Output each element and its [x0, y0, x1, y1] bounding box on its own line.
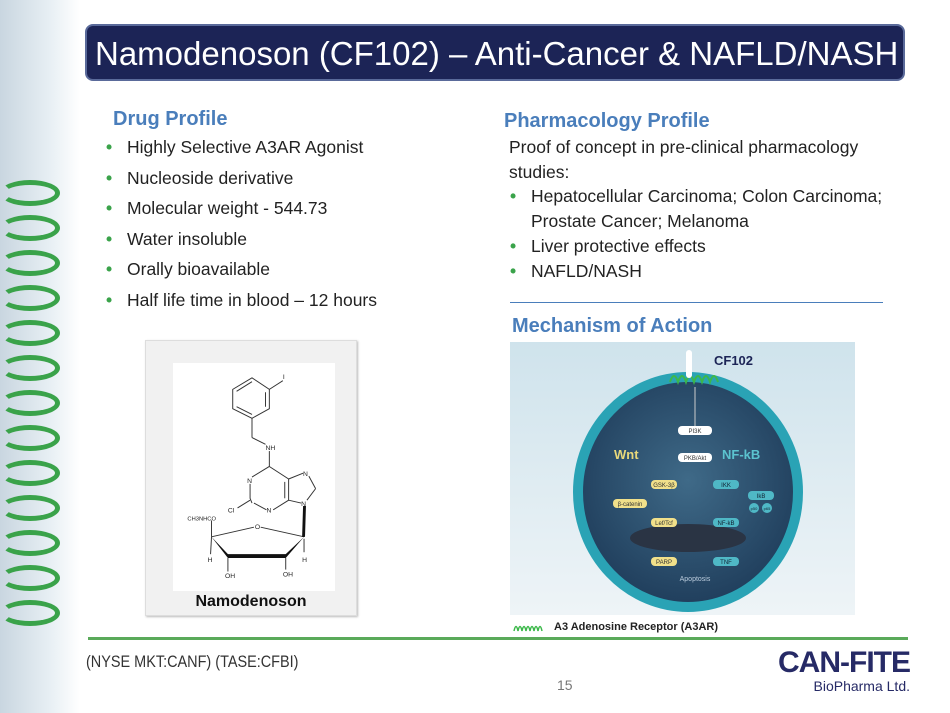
node-gsk: GSK-3β [653, 483, 675, 489]
structure-caption: Namodenoson [195, 593, 307, 610]
list-item: Liver protective effects [509, 234, 929, 259]
atom-label: Cl [228, 508, 235, 515]
ticker-symbols: (NYSE MKT:CANF) (TASE:CFBI) [86, 652, 299, 671]
atom-label: H [302, 557, 307, 564]
legend-label: A3 Adenosine Receptor (A3AR) [554, 621, 719, 633]
list-item: Molecular weight - 544.73 [105, 193, 377, 224]
list-item: NAFLD/NASH [509, 259, 929, 284]
list-item: Hepatocellular Carcinoma; Colon Carcinom… [509, 184, 929, 234]
helix-decoration [0, 425, 60, 451]
receptor-legend: A3 Adenosine Receptor (A3AR) [512, 621, 718, 633]
atom-label: NH [265, 445, 275, 452]
drug-profile-list: Highly Selective A3AR Agonist Nucleoside… [105, 132, 377, 315]
node-pkb: PKB/Akt [684, 456, 707, 462]
node-p65: p65 [764, 506, 771, 511]
footer-rule [88, 637, 908, 640]
helix-decoration [0, 250, 60, 276]
wnt-label: Wnt [614, 447, 639, 462]
node-bcatenin: β-catenin [618, 502, 643, 508]
helix-decoration [0, 460, 60, 486]
mechanism-diagram: CF102 Wnt NF-kB PI3K PKB/Akt GSK-3β IKK … [510, 342, 855, 615]
mechanism-heading: Mechanism of Action [512, 315, 713, 337]
drug-label: CF102 [714, 353, 753, 368]
node-nfkb: NF-kB [718, 521, 735, 527]
nfkb-title: NF-kB [722, 447, 760, 462]
pharmacology-list: Hepatocellular Carcinoma; Colon Carcinom… [509, 184, 929, 284]
atom-label: I [283, 374, 285, 381]
divider [510, 302, 883, 303]
decorative-helix-strip [0, 0, 80, 713]
helix-decoration [0, 215, 60, 241]
atom-label: N [247, 478, 252, 485]
list-item: Highly Selective A3AR Agonist [105, 132, 377, 163]
chemical-structure: I NH N N N N Cl O CH3NHCO H H OH OH [187, 374, 317, 580]
logo-brand: CAN-FITE [778, 646, 911, 679]
node-ikb: IkB [757, 494, 766, 500]
atom-label: H [208, 557, 213, 564]
node-parp: PARP [656, 560, 672, 566]
helix-decoration [0, 320, 60, 346]
atom-label: OH [283, 571, 293, 578]
pharmacology-intro: Proof of concept in pre-clinical pharmac… [509, 137, 859, 182]
company-logo: CAN-FITE BioPharma Ltd. [770, 646, 911, 695]
list-item: Water insoluble [105, 224, 377, 255]
apoptosis-label: Apoptosis [680, 576, 711, 583]
helix-decoration [0, 285, 60, 311]
slide-title: Namodenoson (CF102) – Anti-Cancer & NAFL… [85, 24, 905, 81]
pharmacology-heading: Pharmacology Profile [504, 110, 710, 132]
atom-label: N [303, 471, 308, 478]
helix-decoration [0, 600, 60, 626]
drug-profile-heading: Drug Profile [113, 108, 228, 130]
logo-subtitle: BioPharma Ltd. [813, 678, 911, 694]
receptor-icon [669, 375, 719, 386]
helix-decoration [0, 495, 60, 521]
helix-decoration [0, 565, 60, 591]
node-ikk: IKK [721, 483, 731, 489]
atom-label: N [266, 508, 271, 515]
structure-figure: I NH N N N N Cl O CH3NHCO H H OH OH Namo… [145, 340, 357, 616]
helix-decoration [0, 355, 60, 381]
helix-decoration [0, 180, 60, 206]
node-leftcf: Lef/Tcf [655, 521, 673, 527]
node-tnf: TNF [720, 560, 732, 566]
node-p50: p50 [751, 506, 758, 511]
node-pi3k: PI3K [688, 429, 701, 435]
list-item: Nucleoside derivative [105, 163, 377, 194]
helix-decoration [0, 530, 60, 556]
helix-decoration [0, 390, 60, 416]
list-item: Orally bioavailable [105, 254, 377, 285]
atom-label: N [301, 501, 306, 508]
page-number: 15 [557, 677, 573, 693]
atom-label: O [255, 524, 260, 531]
atom-label: OH [225, 573, 235, 580]
list-item: Half life time in blood – 12 hours [105, 285, 377, 316]
atom-label: CH3NHCO [187, 516, 216, 522]
receptor-icon [513, 625, 543, 632]
